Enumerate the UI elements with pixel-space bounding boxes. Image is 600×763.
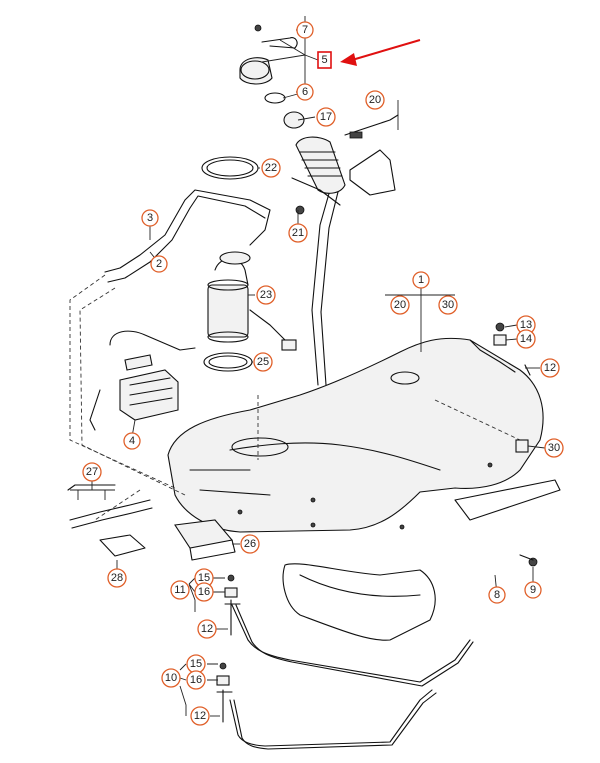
callout-25: 25 <box>253 352 273 372</box>
callout-12-lower: 12 <box>190 706 210 726</box>
sealing-ring-top <box>201 156 259 180</box>
callout-label: 15 <box>198 572 210 584</box>
callout-label: 6 <box>302 86 308 98</box>
callout-label: 12 <box>201 623 213 635</box>
callout-label: 9 <box>530 584 536 596</box>
callout-label: 8 <box>494 589 500 601</box>
callout-2: 2 <box>150 255 168 273</box>
callout-30: 30 <box>544 438 564 458</box>
callout-label: 11 <box>174 584 185 596</box>
callout-label: 12 <box>544 362 556 374</box>
callout-8: 8 <box>488 586 506 604</box>
tank-strap-lower <box>229 689 437 750</box>
callout-label: 12 <box>194 710 206 722</box>
callout-7: 7 <box>296 21 314 39</box>
callout-30-sub: 30 <box>438 295 458 315</box>
callout-label: 3 <box>147 212 153 224</box>
callout-label: 10 <box>165 672 177 684</box>
fasteners-right <box>493 322 538 567</box>
sealing-ring-bottom <box>203 352 253 372</box>
callout-12-mid: 12 <box>197 619 217 639</box>
callout-21: 21 <box>288 223 308 243</box>
callout-label: 27 <box>86 466 98 478</box>
callout-23: 23 <box>256 285 276 305</box>
callout-label: 1 <box>418 274 424 286</box>
callout-label: 30 <box>442 299 454 311</box>
callout-9: 9 <box>524 581 542 599</box>
fasteners-strap-upper <box>224 574 241 636</box>
callout-16-upper: 16 <box>194 582 214 602</box>
callout-label: 17 <box>320 111 332 123</box>
callout-27: 27 <box>82 462 102 482</box>
callout-label: 16 <box>198 586 210 598</box>
callout-label: 14 <box>520 333 532 345</box>
callout-17: 17 <box>316 107 336 127</box>
callout-label: 23 <box>260 289 272 301</box>
callout-11: 11 <box>170 580 190 600</box>
callout-10: 10 <box>161 668 181 688</box>
filler-cap-assembly <box>239 24 298 104</box>
callout-6: 6 <box>296 83 314 101</box>
fuel-tank <box>167 337 544 533</box>
callout-label: 16 <box>190 674 202 686</box>
red-pointer-arrow <box>340 39 421 66</box>
fasteners-strap-lower <box>216 662 233 723</box>
dashed-leaders <box>69 274 521 521</box>
callout-13: 13 <box>516 315 536 335</box>
callout-14: 14 <box>516 329 536 349</box>
callout-label: 5 <box>321 54 327 66</box>
electrical-connector <box>174 519 236 561</box>
callout-label: 21 <box>292 227 304 239</box>
callout-15-lower: 15 <box>186 654 206 674</box>
callout-label: 2 <box>156 258 162 270</box>
callout-label: 4 <box>129 435 135 447</box>
callout-20-sub: 20 <box>390 295 410 315</box>
filler-neck-pipe <box>283 111 396 386</box>
fuel-pump-module <box>207 251 297 351</box>
callout-4: 4 <box>123 432 141 450</box>
callout-label: 28 <box>111 572 123 584</box>
callout-label: 26 <box>244 538 256 550</box>
callout-label: 20 <box>394 299 406 311</box>
callout-16-lower: 16 <box>186 670 206 690</box>
callout-label: 20 <box>369 94 381 106</box>
callout-label: 7 <box>302 24 308 36</box>
callout-3: 3 <box>141 209 159 227</box>
callout-label: 15 <box>190 658 202 670</box>
fuel-pump-control-unit <box>89 330 196 431</box>
callout-label: 22 <box>265 162 277 174</box>
callout-5-highlighted: 5 <box>317 51 332 69</box>
callout-22: 22 <box>261 158 281 178</box>
callout-26: 26 <box>240 534 260 554</box>
callout-28: 28 <box>107 568 127 588</box>
fuel-lines <box>104 189 271 283</box>
tank-strap-upper <box>231 604 474 687</box>
wiring-harness <box>67 484 153 557</box>
callout-label: 25 <box>257 356 269 368</box>
callout-1: 1 <box>412 271 430 289</box>
callout-20: 20 <box>365 90 385 110</box>
callout-12-right: 12 <box>540 358 560 378</box>
underbody-shield <box>282 479 561 641</box>
callout-label: 13 <box>520 319 532 331</box>
callout-label: 30 <box>548 442 560 454</box>
